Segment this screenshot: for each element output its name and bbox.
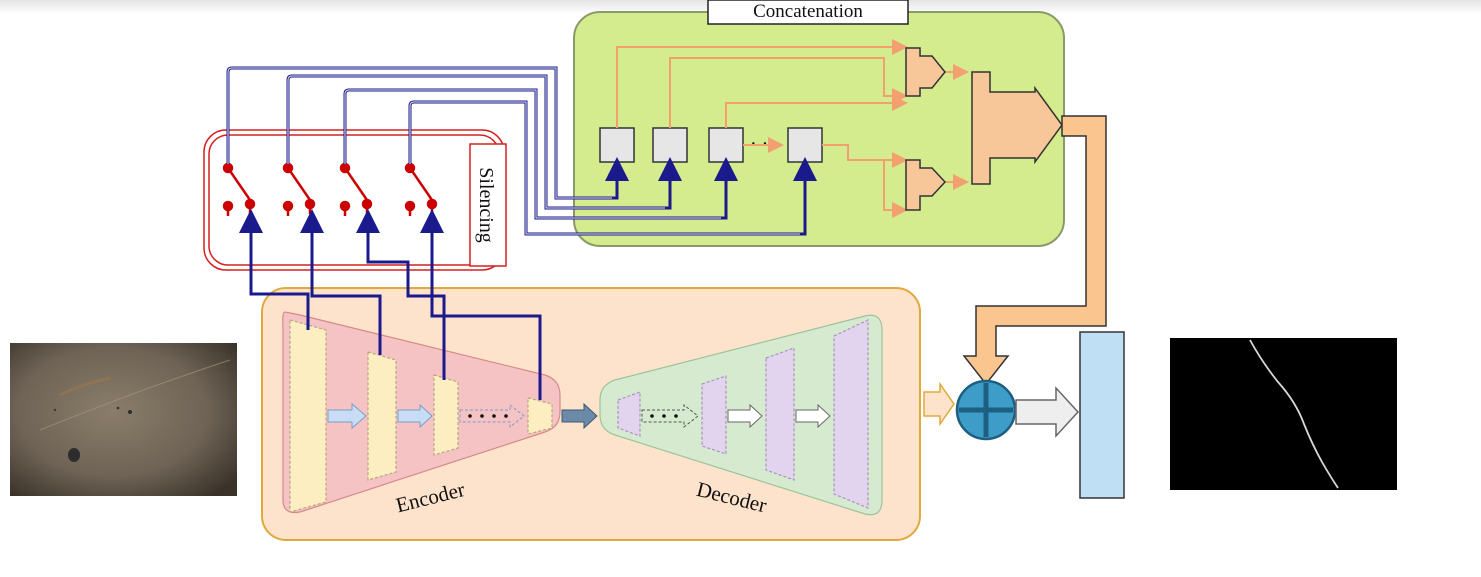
decoder-arrow-3	[795, 403, 831, 429]
concatenation-panel: Concatenation · · ·	[573, 0, 1065, 247]
concat-block-1	[905, 47, 946, 97]
skip-line-highlight	[227, 67, 800, 235]
concatenation-title-box	[707, 0, 909, 25]
encoder-dots	[468, 414, 508, 418]
encoder-arrow-3	[459, 403, 525, 429]
concat-routing-lines	[616, 39, 969, 218]
decoder-block-2	[701, 375, 727, 455]
concatenation-title: Concatenation	[753, 1, 863, 22]
model-panel: Encoder Decoder	[261, 287, 921, 541]
concat-block-2	[905, 159, 947, 211]
concat-output-arrow	[962, 115, 1107, 386]
arrow-icon	[1015, 386, 1080, 438]
feature-box-3	[708, 127, 744, 163]
feature-box-n	[787, 127, 823, 163]
silencing-label: Silencing	[475, 167, 497, 243]
encoder-block-3	[433, 374, 459, 456]
model-output-arrow	[923, 381, 955, 427]
silencing-label-box	[469, 143, 507, 267]
decoder-arrow-2	[727, 403, 763, 429]
switch-icon	[222, 162, 256, 216]
fusion-plus-icon	[955, 379, 1017, 441]
decoder-dots	[650, 414, 678, 418]
decoder-arrow-1	[641, 403, 699, 429]
bottleneck-arrow	[561, 402, 598, 430]
encoder-arrow-1	[327, 402, 367, 430]
encoder-block-4	[527, 397, 553, 435]
silencing-panel: Silencing	[203, 129, 507, 271]
concat-block-main	[971, 71, 1063, 185]
encoder-arrow-2	[397, 403, 433, 429]
input-image	[10, 343, 237, 496]
decoder-block-3	[765, 347, 795, 481]
output-mask-image	[1170, 338, 1397, 490]
encoder-block-2	[367, 351, 397, 481]
decoder-block-1	[617, 391, 641, 437]
output-block	[1079, 331, 1125, 499]
encoder-block-1	[289, 319, 327, 513]
feature-box-1	[599, 127, 635, 163]
decoder-block-4	[833, 319, 869, 509]
feature-box-2	[652, 127, 688, 163]
